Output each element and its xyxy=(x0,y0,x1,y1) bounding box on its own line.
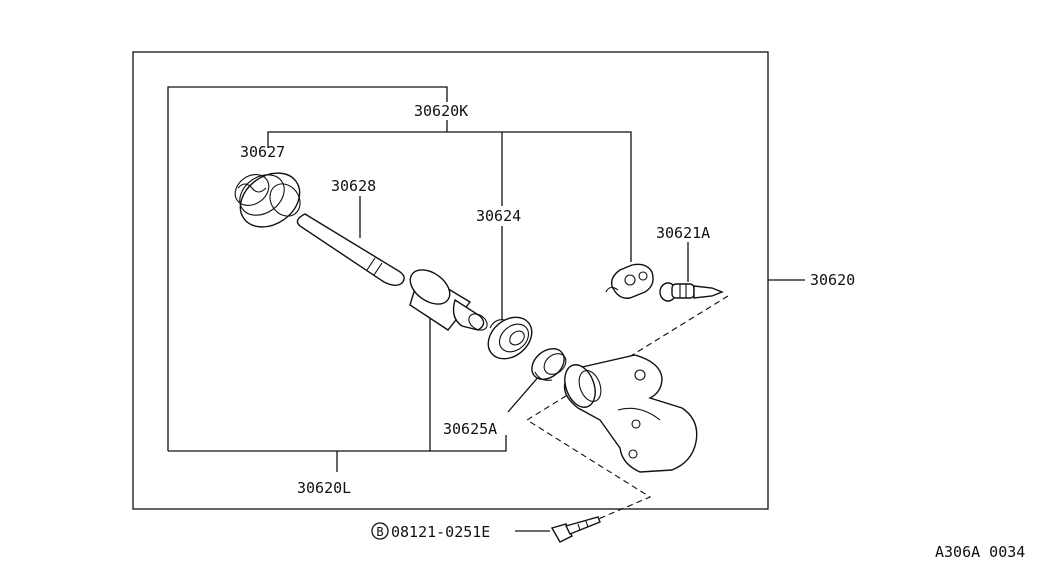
label-dust-cap: 30625A xyxy=(443,420,497,438)
kit-upper-bracket xyxy=(167,86,632,451)
label-bolt-part: 08121-0251E xyxy=(391,523,490,541)
label-piston-cup: 30624 xyxy=(476,207,521,225)
piston-cup-part xyxy=(487,316,533,360)
dust-cap-part xyxy=(531,348,567,381)
boot-part xyxy=(234,172,301,228)
diagram-code: A306A 0034 xyxy=(935,543,1025,561)
bolt-marker-circle xyxy=(371,522,389,540)
label-kit-upper: 30620K xyxy=(414,102,468,120)
bolt-marker-letter: B xyxy=(376,525,383,539)
label-bleeder-valve: 30621A xyxy=(656,224,710,242)
cylinder-body-part xyxy=(563,354,698,473)
label-push-rod: 30628 xyxy=(331,177,376,195)
dust-cap-leader xyxy=(507,374,541,413)
label-boot: 30627 xyxy=(240,143,285,161)
push-rod-part xyxy=(296,213,405,286)
label-kit-lower: 30620L xyxy=(297,479,351,497)
label-cylinder-assy: 30620 xyxy=(810,271,855,289)
bleeder-dashed-line xyxy=(525,295,729,521)
bolt-part xyxy=(550,516,601,543)
bleeder-valve-part xyxy=(659,282,724,302)
kit-lower-bracket xyxy=(168,317,507,472)
bleeder-screw-part xyxy=(605,263,654,299)
piston-part xyxy=(409,269,488,331)
